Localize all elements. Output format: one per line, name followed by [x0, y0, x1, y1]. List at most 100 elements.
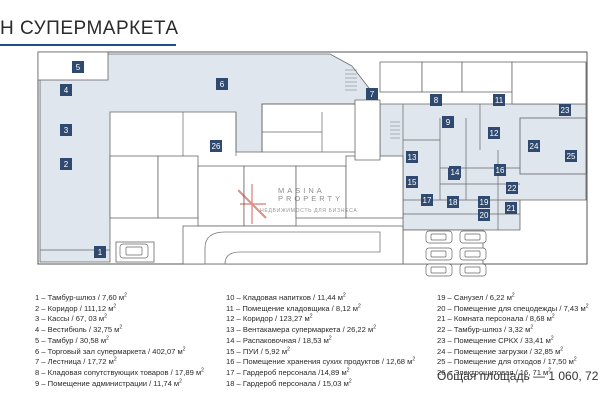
room-marker-label: 26	[212, 142, 221, 151]
room-marker-label: 18	[449, 198, 458, 207]
legend-item: 1 – Тамбур-шлюз / 7,60 м2	[35, 292, 127, 302]
room-marker-label: 20	[480, 211, 489, 220]
room-marker-1: 1	[94, 246, 106, 258]
room-marker-8: 8	[430, 94, 442, 106]
legend-item: 4 – Вестибюль / 32,75 м2	[35, 324, 123, 335]
room-marker-4: 4	[60, 84, 72, 96]
room-marker-15: 15	[406, 176, 418, 188]
room-marker-box	[447, 196, 459, 208]
room-marker-box	[72, 61, 84, 73]
room-marker-13: 13	[406, 151, 418, 163]
stairs	[345, 69, 400, 139]
room-marker-box	[493, 94, 505, 106]
watermark-tagline: НЕДВИЖИМОСТЬ ДЛЯ БИЗНЕСА	[260, 208, 358, 214]
legend-item: 24 – Помещение загрузки / 32,85 м2	[437, 345, 564, 356]
legend-item: 9 – Помещение администрации / 11,74 м2	[35, 378, 182, 388]
legend-item: 10 – Кладовая напитков / 11,44 м2	[226, 292, 346, 302]
room-marker-label: 4	[64, 86, 69, 95]
car-icon	[119, 243, 149, 259]
legend-item: 12 – Коридор / 123,27 м2	[226, 313, 313, 324]
legend-item: 22 – Тамбур-шлюз / 3,32 м2	[437, 324, 534, 335]
room-marker-box	[565, 150, 577, 162]
room-marker-label: 7	[370, 90, 375, 99]
room-marker-label: 23	[561, 106, 570, 115]
legend-item: 23 – Помещение СРКХ / 33,41 м2	[437, 335, 554, 345]
room-marker-box	[506, 182, 518, 194]
room-marker-16: 16	[494, 164, 506, 176]
room-marker-label: 14	[451, 168, 460, 177]
ramp	[204, 231, 381, 265]
legend-item: 11 – Помещение кладовщика / 8,12 м2	[226, 303, 361, 313]
room-marker-box	[421, 194, 433, 206]
legend-item: 15 – ПУИ / 5,92 м2	[226, 345, 290, 356]
room-marker-box	[559, 104, 571, 116]
legend-item: 6 – Торговый зал супермаркета / 402,07 м…	[35, 345, 186, 356]
watermark-line1: MASINA	[278, 186, 325, 195]
room-marker-label: 16	[496, 166, 505, 175]
page-title: Н СУПЕРМАРКЕТА	[0, 18, 179, 39]
room-markers: 1234567891011121314151617181920212223242…	[60, 61, 577, 258]
title-underline	[0, 44, 176, 46]
room-marker-7: 7	[366, 88, 378, 100]
room-marker-box	[60, 124, 72, 136]
room-marker-label: 9	[446, 118, 451, 127]
legend-column-1: 1 – Тамбур-шлюз / 7,60 м2 2 – Коридор / …	[35, 293, 204, 389]
legend-item: 5 – Тамбур / 30,58 м2	[35, 335, 109, 345]
car-icon	[425, 263, 453, 277]
room-marker-12: 12	[488, 127, 500, 139]
room-marker-11: 11	[493, 94, 505, 106]
room-marker-label: 13	[408, 153, 417, 162]
legend-item: 26 – Электрощитовая / 16, 71 м2	[437, 367, 552, 377]
room-marker-19: 19	[478, 196, 490, 208]
legend-item: 3 – Кассы / 67, 03 м2	[35, 313, 107, 324]
room-marker-label: 22	[508, 184, 517, 193]
legend-column-3: 19 – Санузел / 6,22 м2 20 – Помещение дл…	[437, 293, 588, 379]
car-icon	[459, 263, 487, 277]
car-icon	[425, 230, 453, 244]
room-marker-label: 24	[530, 142, 539, 151]
car-icon	[459, 247, 487, 261]
room-marker-box	[430, 94, 442, 106]
room-marker-18: 18	[447, 196, 459, 208]
room-marker-2: 2	[60, 158, 72, 170]
legend-item: 13 – Вентакамера супермаркета / 26,22 м2	[226, 324, 376, 335]
watermark: MASINA PROPERTY НЕДВИЖИМОСТЬ ДЛЯ БИЗНЕСА	[237, 184, 368, 229]
room-marker-box	[210, 140, 222, 152]
legend-item: 25 – Помещение для отходов / 17,50 м2	[437, 356, 577, 367]
legend-column-2: 10 – Кладовая напитков / 11,44 м2 11 – П…	[226, 293, 415, 389]
room-marker-14: 14	[449, 166, 461, 178]
room-marker-label: 3	[64, 126, 69, 135]
room-marker-label: 8	[434, 96, 439, 105]
room-marker-box	[478, 196, 490, 208]
room-marker-box	[60, 84, 72, 96]
room-marker-label: 1	[98, 248, 103, 257]
legend-item: 8 – Кладовая сопутствующих товаров / 17,…	[35, 367, 204, 377]
car-icon	[425, 247, 453, 261]
legend-item: 20 – Помещение для спецодежды / 7,43 м2	[437, 303, 589, 313]
room-marker-box	[478, 209, 490, 221]
room-marker-label: 12	[490, 129, 499, 138]
legend-item: 17 – Гардероб персонала /14,89 м2	[226, 367, 350, 377]
legend-item: 19 – Санузел / 6,22 м2	[437, 292, 515, 302]
room-marker-box	[406, 151, 418, 163]
room-marker-label: 21	[507, 204, 516, 213]
room-marker-3: 3	[60, 124, 72, 136]
watermark-mark	[237, 184, 267, 224]
room-marker-label: 6	[220, 80, 225, 89]
room-marker-label: 2	[64, 160, 69, 169]
room-marker-9: 9	[442, 116, 454, 128]
total-area: Общая площадь — 1 060, 72 м2	[437, 369, 600, 383]
room-marker-box	[449, 166, 461, 178]
room-marker-box	[366, 88, 378, 100]
room-marker-24: 24	[528, 140, 540, 152]
room-marker-17: 17	[421, 194, 433, 206]
room-marker-6: 6	[216, 78, 228, 90]
legend-item: 21 – Комната персонала / 8,68 м2	[437, 313, 555, 324]
legend-item: 18 – Гардероб персонала / 15,03 м2	[226, 378, 352, 388]
room-marker-box	[494, 164, 506, 176]
room-marker-box	[442, 116, 454, 128]
legend-item: 7 – Лестница / 17,72 м2	[35, 356, 117, 367]
watermark-line2: PROPERTY	[278, 194, 344, 203]
legend-item: 2 – Коридор / 111,12 м2	[35, 303, 117, 313]
legend-item: 16 – Помещение хранения сухих продуктов …	[226, 356, 416, 367]
